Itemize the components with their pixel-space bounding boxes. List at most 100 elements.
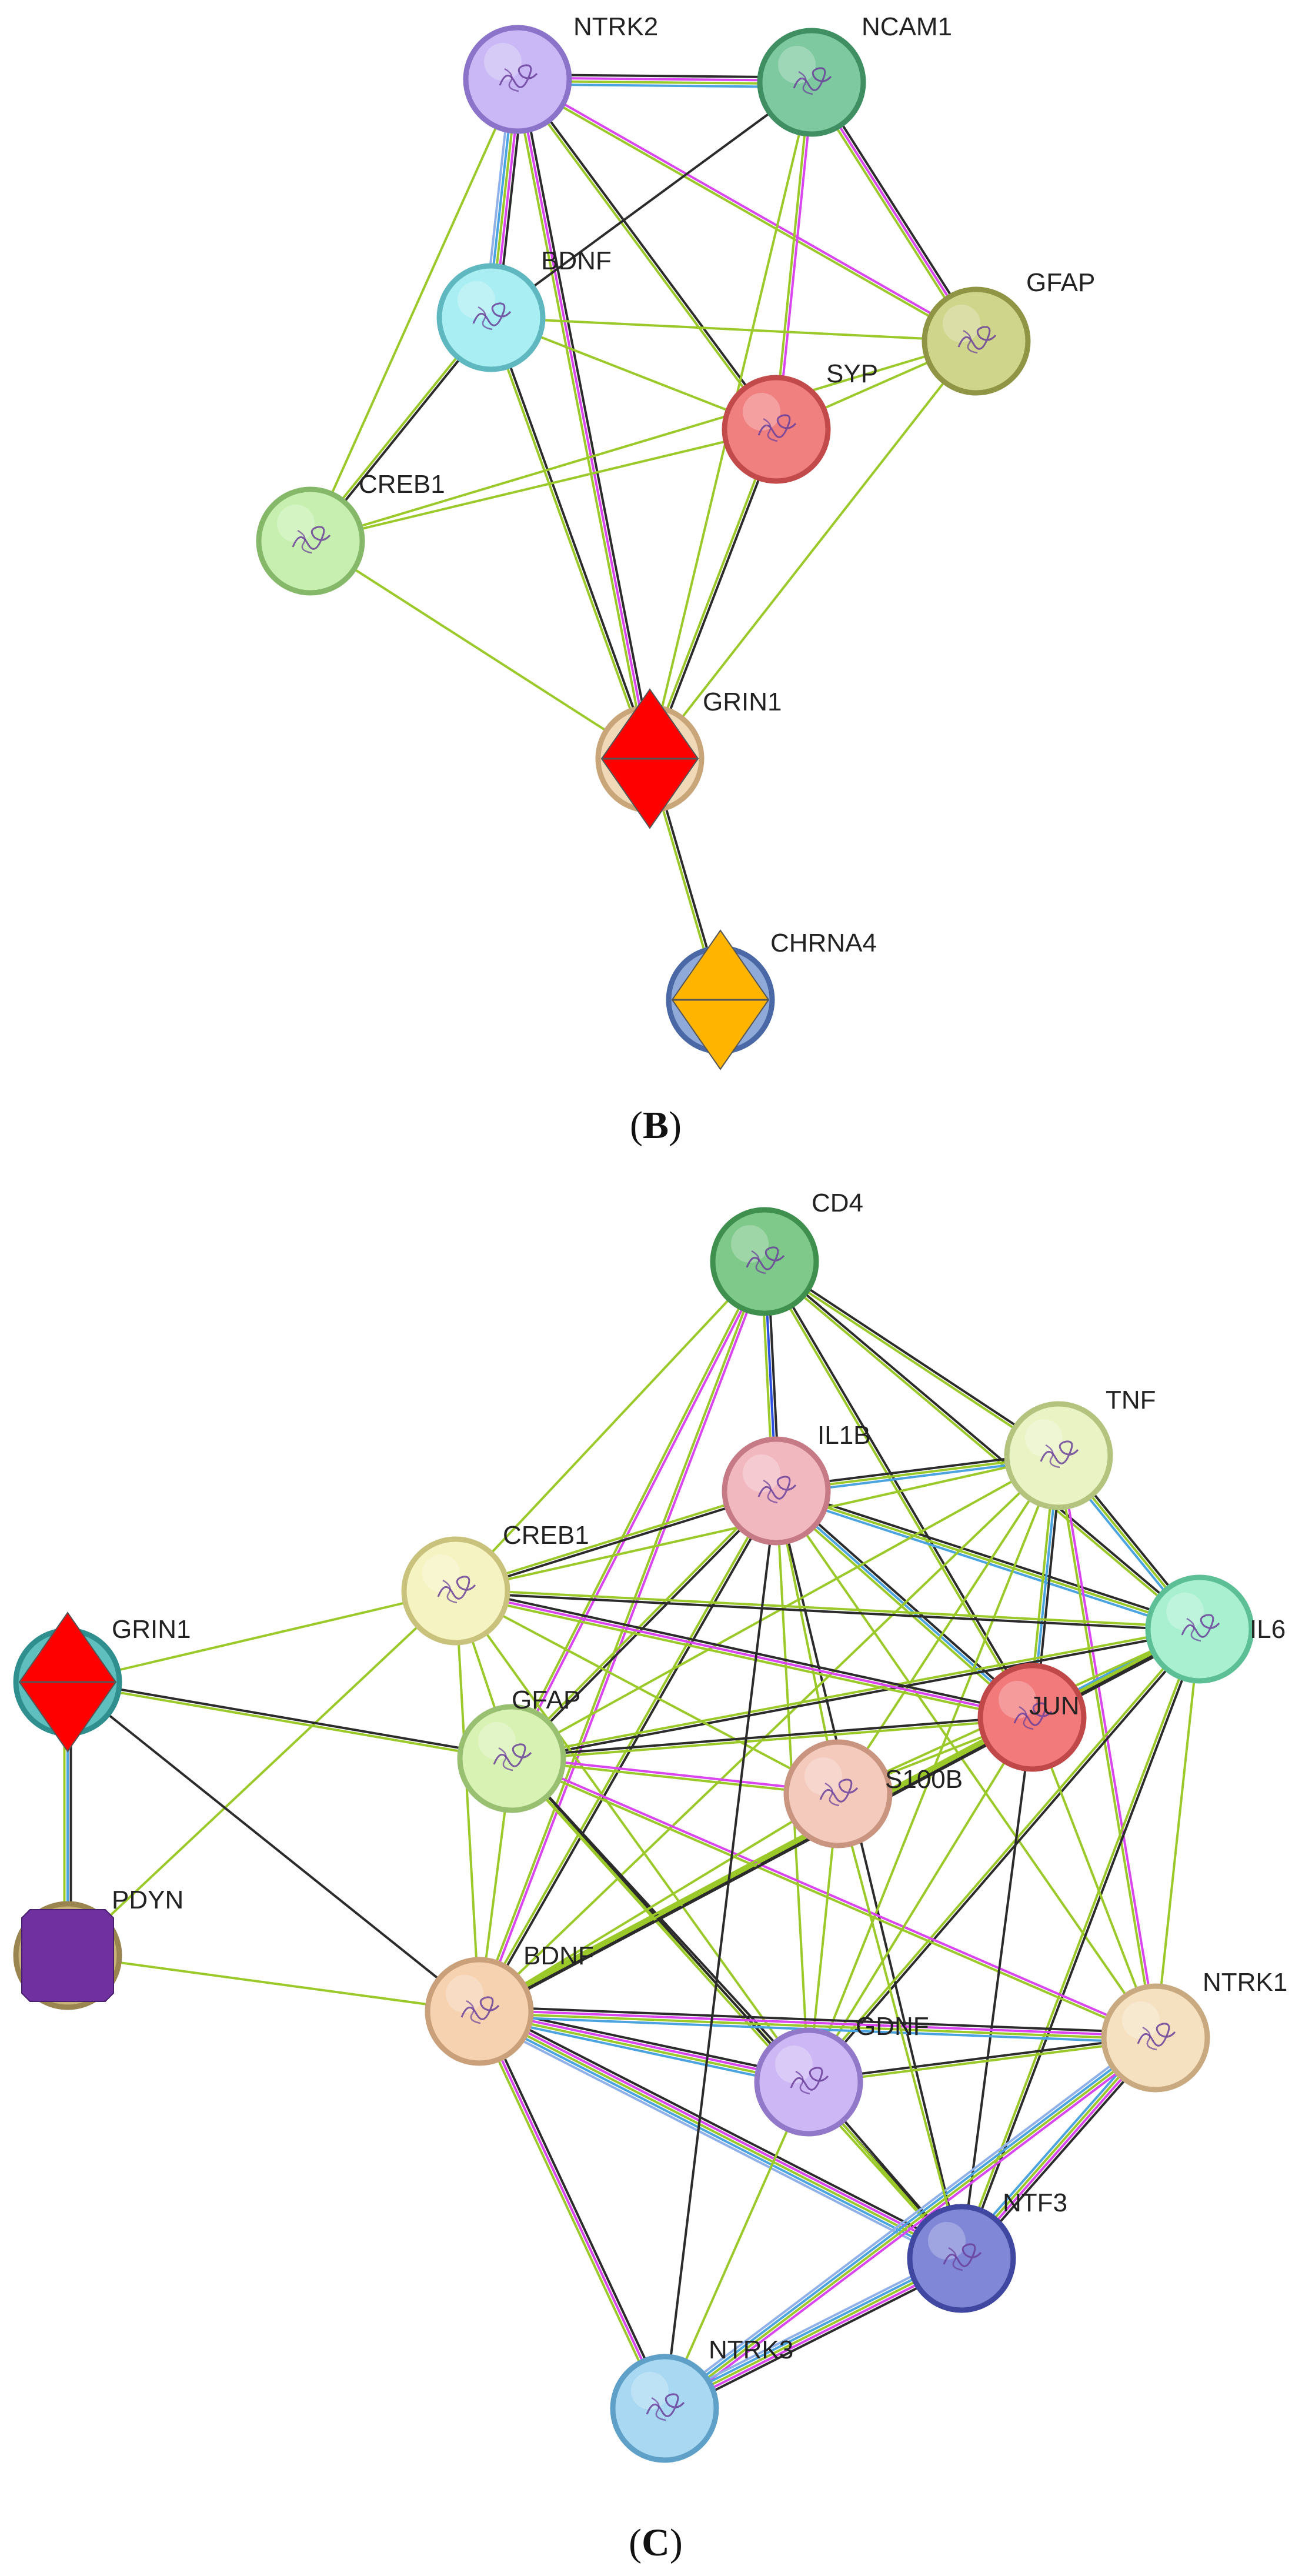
edge-evidence-line	[309, 340, 977, 542]
protein-structure-icon	[493, 1743, 532, 1771]
node-highlight	[743, 393, 780, 431]
edge-il6-creb1	[454, 1588, 1201, 1632]
node-grin1[interactable]: GRIN1	[595, 688, 782, 829]
node-ntf3[interactable]: NTF3	[907, 2188, 1067, 2313]
node-grin1[interactable]: GRIN1	[13, 1611, 191, 1753]
node-creb1[interactable]: CREB1	[401, 1521, 589, 1646]
node-circle[interactable]	[610, 2354, 719, 2463]
node-circle[interactable]	[425, 1957, 534, 2066]
edge-evidence-line	[480, 2008, 669, 2408]
edge-syp-creb1	[309, 428, 777, 542]
node-circle[interactable]	[710, 1207, 819, 1316]
node-circle[interactable]	[463, 25, 572, 134]
edge-ncam1-bdnf	[490, 81, 813, 319]
node-circle[interactable]	[722, 1436, 831, 1546]
node-circle[interactable]	[757, 28, 866, 137]
edge-evidence-line	[774, 1493, 1200, 1634]
edge-evidence-line	[491, 316, 653, 760]
node-jun[interactable]: JUN	[977, 1663, 1087, 1772]
edge-evidence-line	[479, 1260, 767, 2013]
edge-grin1-gfap	[66, 1679, 513, 1761]
edge-tnf-s100b	[837, 1454, 1060, 1795]
edge-jun-ntrk1	[1031, 1716, 1157, 2039]
node-gfap[interactable]: GFAP	[922, 268, 1095, 396]
node-cd4[interactable]: CD4	[710, 1189, 863, 1316]
node-label: GRIN1	[112, 1615, 191, 1644]
edge-evidence-line	[477, 2015, 809, 2088]
edge-evidence-line	[666, 2263, 966, 2415]
edge-evidence-line	[1056, 1454, 1156, 2040]
node-label: JUN	[1029, 1691, 1080, 1720]
node-circle[interactable]	[977, 1663, 1087, 1772]
node-chrna4[interactable]: CHRNA4	[666, 929, 877, 1070]
edge-gfap-s100b	[510, 1756, 840, 1797]
node-gfap[interactable]: GFAP	[457, 1686, 580, 1813]
edge-evidence-line	[509, 1489, 777, 1759]
node-highlight	[631, 2372, 669, 2410]
edge-evidence-line	[476, 2013, 962, 2263]
edge-evidence-line	[1059, 1454, 1159, 2039]
edge-evidence-line	[662, 2035, 1156, 2408]
node-ncam1[interactable]: NCAM1	[757, 12, 952, 137]
edge-evidence-line	[476, 1260, 765, 2013]
edge-evidence-line	[476, 1713, 1032, 2010]
edge-evidence-line	[762, 1261, 1032, 1720]
edge-s100b-ntf3	[837, 1793, 963, 2260]
node-circle[interactable]	[783, 1739, 893, 1848]
node-tnf[interactable]: TNF	[1004, 1386, 1156, 1510]
protein-structure-icon	[292, 526, 331, 554]
node-circle[interactable]	[401, 1536, 510, 1646]
edge-evidence-line	[490, 81, 813, 319]
node-syp[interactable]: SYP	[722, 359, 878, 484]
edge-evidence-line	[663, 2257, 963, 2410]
node-circle[interactable]	[722, 375, 831, 484]
node-circle[interactable]	[457, 1704, 566, 1813]
node-label: NTRK3	[709, 2335, 793, 2364]
node-ntrk3[interactable]: NTRK3	[610, 2335, 793, 2463]
edge-creb1-grin1	[66, 1590, 457, 1683]
edge-evidence-line	[475, 2016, 960, 2265]
node-label: NTF3	[1003, 2188, 1067, 2217]
node-circle[interactable]	[1145, 1574, 1254, 1684]
edge-ntrk2-syp	[515, 77, 779, 432]
edge-evidence-line	[478, 1793, 839, 2013]
edge-evidence-line	[649, 340, 977, 760]
protein-structure-icon	[1040, 1440, 1079, 1469]
node-circle[interactable]	[1004, 1401, 1113, 1510]
node-gdnf[interactable]: GDNF	[754, 2012, 929, 2137]
edge-evidence-line	[455, 1590, 1033, 1719]
edge-evidence-line	[478, 2008, 1157, 2038]
node-label: BDNF	[523, 1941, 594, 1970]
node-ntrk2[interactable]: NTRK2	[463, 12, 658, 134]
edge-evidence-line	[806, 1627, 1200, 2083]
node-il1b[interactable]: IL1B	[722, 1421, 871, 1546]
node-creb1[interactable]: CREB1	[256, 470, 445, 596]
node-circle[interactable]	[1101, 1983, 1210, 2093]
edge-evidence-line	[511, 1490, 779, 1761]
edge-evidence-line	[776, 81, 814, 431]
node-circle[interactable]	[922, 286, 1031, 396]
node-il6[interactable]: IL6	[1145, 1574, 1286, 1684]
edge-evidence-line	[478, 2011, 810, 2085]
node-ntrk1[interactable]: NTRK1	[1101, 1968, 1287, 2093]
node-circle[interactable]	[907, 2204, 1016, 2313]
edge-gfap-jun	[510, 1714, 1034, 1761]
node-s100b[interactable]: S100B	[783, 1739, 963, 1848]
edge-evidence-line	[455, 1588, 1201, 1629]
node-bdnf[interactable]: BDNF	[436, 246, 612, 372]
node-label: PDYN	[112, 1886, 183, 1914]
protein-structure-icon	[1181, 1614, 1220, 1642]
edge-evidence-line	[66, 1954, 480, 2013]
node-circle[interactable]	[436, 263, 546, 372]
edge-evidence-line	[309, 78, 519, 542]
edge-evidence-line	[662, 2254, 962, 2407]
edge-evidence-line	[1154, 1628, 1201, 2039]
node-circle[interactable]	[256, 486, 365, 596]
node-bdnf[interactable]: BDNF	[425, 1941, 594, 2066]
node-pdyn[interactable]: PDYN	[13, 1886, 183, 2010]
edge-evidence-line	[455, 1590, 810, 2083]
edge-evidence-line	[481, 2004, 966, 2254]
node-circle[interactable]	[754, 2027, 863, 2137]
edge-cd4-gfap	[509, 1259, 767, 1761]
